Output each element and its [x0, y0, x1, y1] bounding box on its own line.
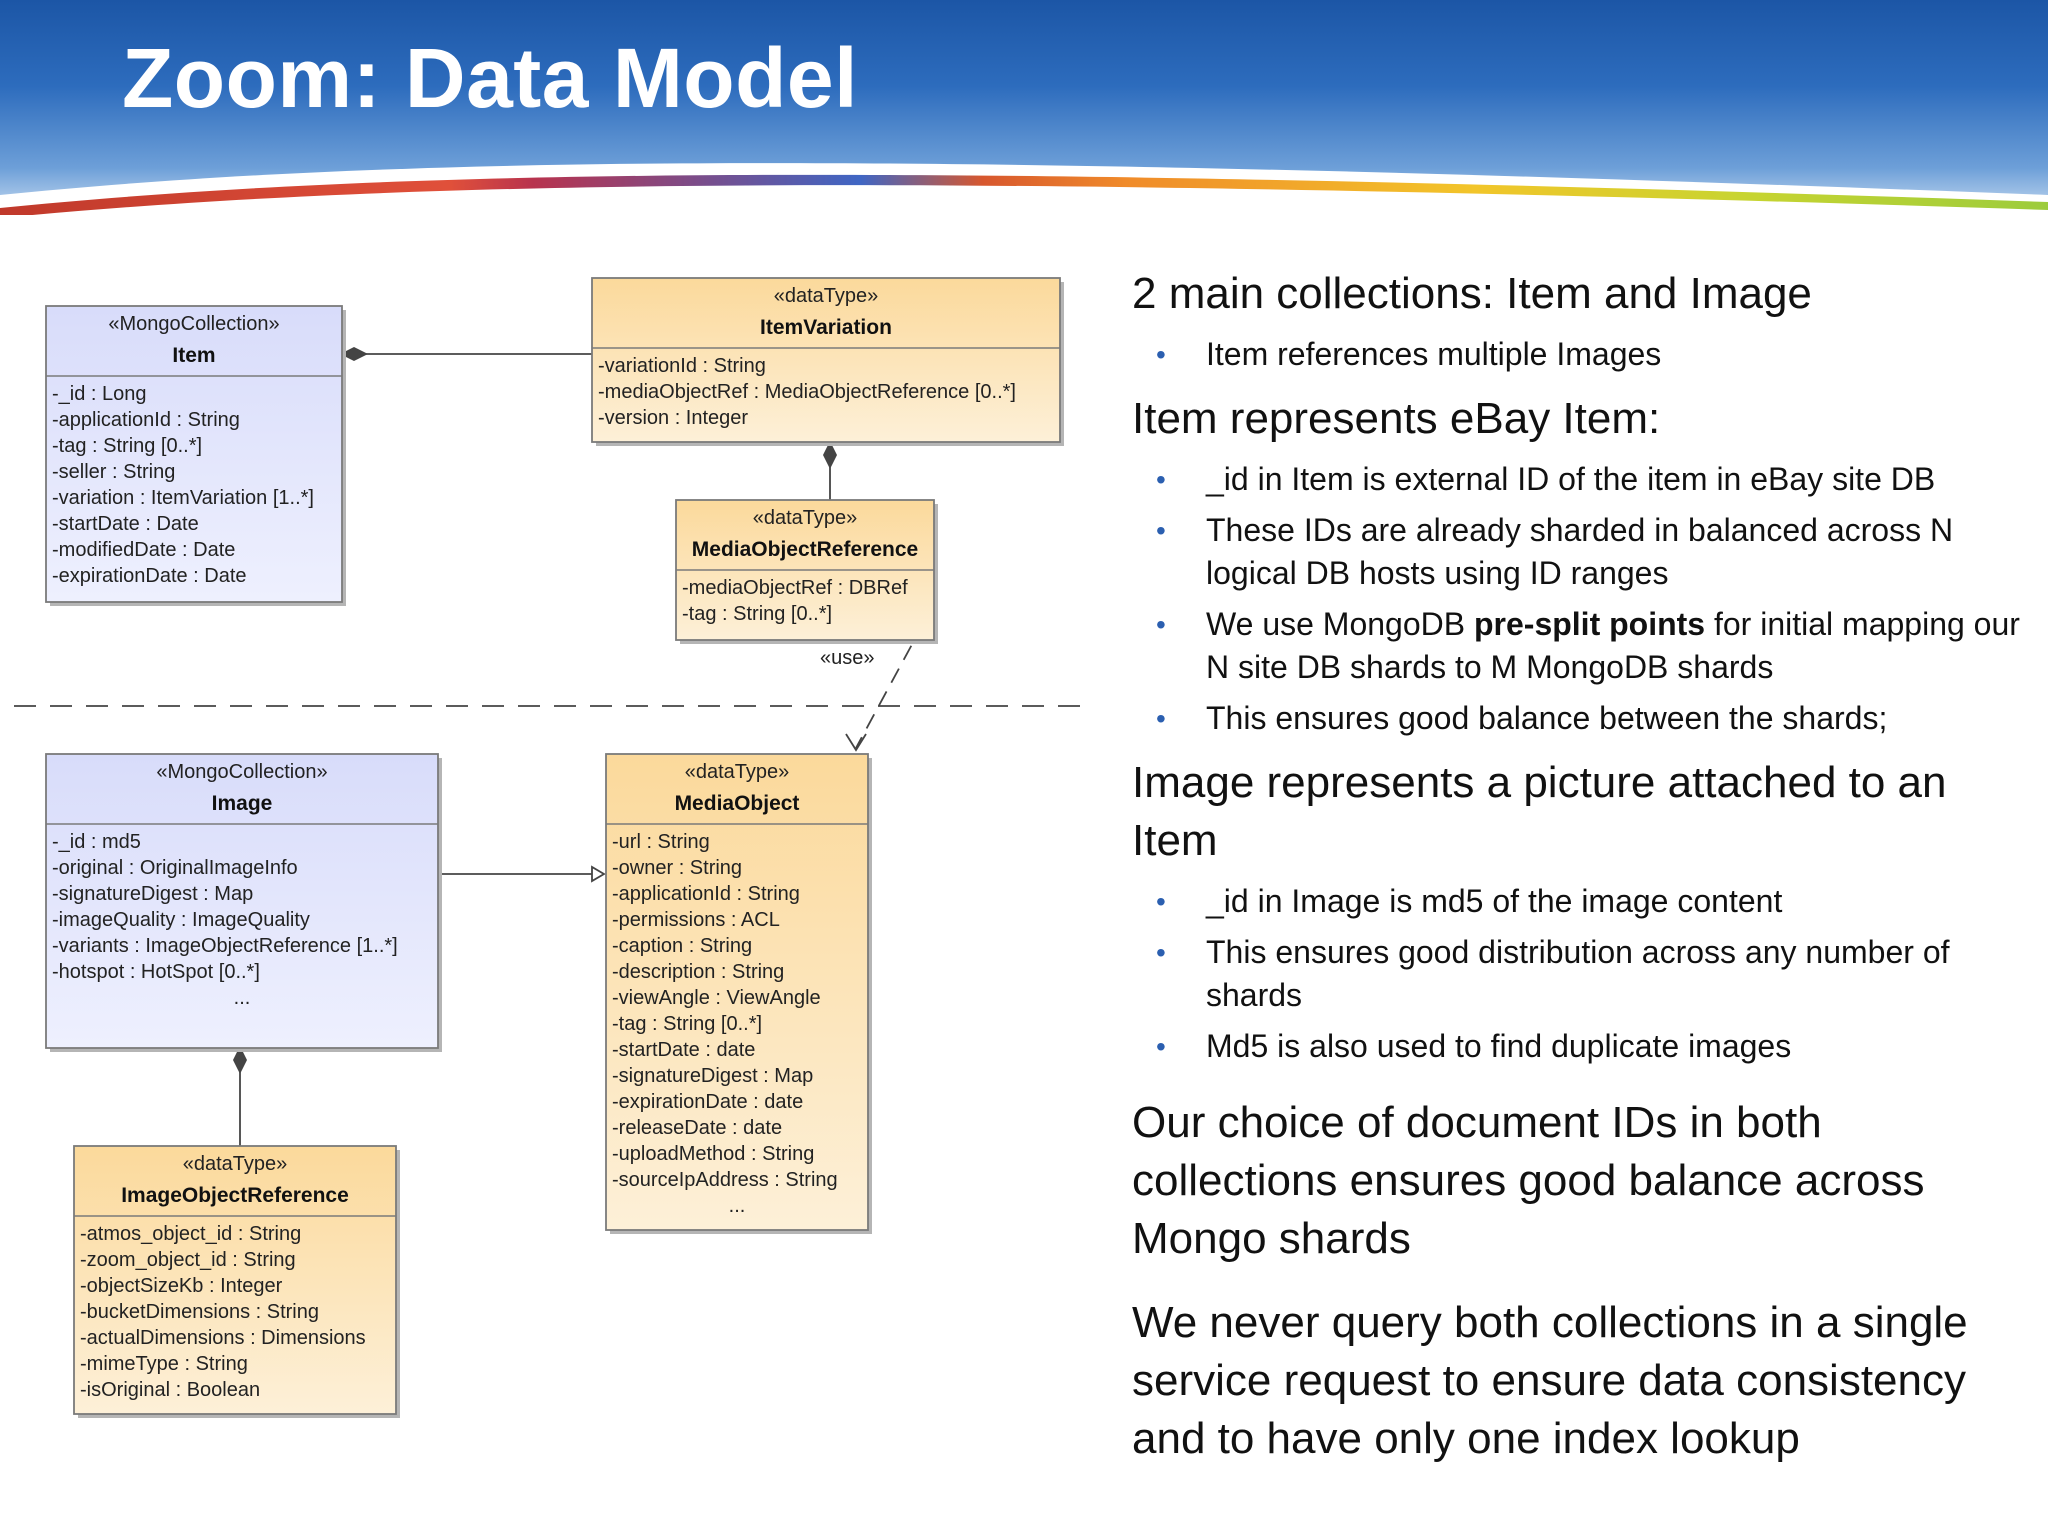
class-attribute: ... — [729, 1195, 746, 1217]
class-stereotype: «dataType» — [774, 285, 879, 307]
class-mediaobjectreference: «dataType» MediaObjectReference -mediaObje… — [675, 499, 938, 644]
class-attribute: -isOriginal : Boolean — [80, 1379, 260, 1401]
class-attribute: -bucketDimensions : String — [80, 1301, 319, 1323]
class-attribute: -viewAngle : ViewAngle — [612, 987, 821, 1009]
bullet-text: We use MongoDB — [1206, 606, 1474, 642]
class-box — [591, 277, 1061, 443]
class-stereotype: «dataType» — [685, 761, 790, 783]
class-box — [45, 753, 439, 1049]
slide-text: 2 main collections: Item and Image Item … — [1132, 265, 2022, 1482]
class-attribute: -signatureDigest : Map — [52, 883, 253, 905]
class-stereotype: «MongoCollection» — [108, 313, 279, 335]
class-attribute: -variants : ImageObjectReference [1..*] — [52, 935, 398, 957]
composition-diamond — [232, 1045, 248, 1075]
class-item: «MongoCollection» Item -_id : Long -applica… — [45, 305, 346, 606]
class-attribute: -seller : String — [52, 461, 175, 483]
section-main-collections: 2 main collections: Item and Image Item … — [1132, 265, 2022, 376]
class-box — [605, 753, 869, 1231]
slide-header: Zoom: Data Model — [0, 0, 2048, 215]
class-mediaobject: «dataType» MediaObject -url : String -owner… — [605, 753, 872, 1234]
class-attribute: -actualDimensions : Dimensions — [80, 1327, 366, 1349]
class-attribute: -mediaObjectRef : DBRef — [682, 577, 908, 599]
class-attribute: -original : OriginalImageInfo — [52, 857, 298, 879]
class-attribute: -signatureDigest : Map — [612, 1065, 813, 1087]
class-itemvariation: «dataType» ItemVariation -variationId : St… — [591, 277, 1064, 446]
class-attribute: -mimeType : String — [80, 1353, 248, 1375]
class-name: Item — [172, 344, 215, 367]
class-attribute: -applicationId : String — [52, 409, 240, 431]
bullet: Item references multiple Images — [1132, 333, 2022, 376]
class-stereotype: «MongoCollection» — [156, 761, 327, 783]
class-attribute: -tag : String [0..*] — [612, 1013, 762, 1035]
use-dependency-arrowhead — [845, 733, 867, 752]
class-attribute: -description : String — [612, 961, 784, 983]
uml-class-diagram: «use» «MongoCollection» Item -_id : Long -a… — [14, 277, 1080, 1418]
class-name: MediaObject — [675, 792, 800, 815]
class-attribute: -owner : String — [612, 857, 742, 879]
class-imageobjectreference: «dataType» ImageObjectReference -atmos_obj… — [73, 1145, 400, 1418]
slide-title: Zoom: Data Model — [122, 31, 858, 125]
class-attribute: -expirationDate : Date — [52, 565, 247, 587]
class-box — [73, 1145, 397, 1415]
class-attribute: -version : Integer — [598, 407, 748, 429]
class-image: «MongoCollection» Image -_id : md5 -origina… — [45, 753, 442, 1052]
heading-main-collections: 2 main collections: Item and Image — [1132, 269, 1812, 318]
class-stereotype: «dataType» — [183, 1153, 288, 1175]
class-attribute: -releaseDate : date — [612, 1117, 782, 1139]
bullet: This ensures good balance between the sh… — [1132, 697, 2022, 740]
heading-item: Item represents eBay Item: — [1132, 394, 1661, 443]
class-attribute: ... — [234, 987, 251, 1009]
bullet: This ensures good distribution across an… — [1132, 931, 2022, 1017]
class-attribute: -atmos_object_id : String — [80, 1223, 301, 1245]
bullet: These IDs are already sharded in balance… — [1132, 509, 2022, 595]
section-query: We never query both collections in a sin… — [1132, 1294, 2022, 1468]
section-item: Item represents eBay Item: _id in Item i… — [1132, 390, 2022, 740]
open-arrowhead — [591, 865, 606, 883]
class-attribute: -hotspot : HotSpot [0..*] — [52, 961, 260, 983]
paragraph-query: We never query both collections in a sin… — [1132, 1298, 1968, 1463]
heading-image: Image represents a picture attached to a… — [1132, 758, 1947, 865]
class-attribute: -sourceIpAddress : String — [612, 1169, 838, 1191]
class-attribute: -url : String — [612, 831, 710, 853]
class-attribute: -mediaObjectRef : MediaObjectReference [… — [598, 381, 1016, 403]
class-attribute: -tag : String [0..*] — [52, 435, 202, 457]
class-attribute: -modifiedDate : Date — [52, 539, 235, 561]
class-name: ImageObjectReference — [121, 1184, 349, 1207]
class-attribute: -_id : Long — [52, 383, 147, 405]
class-box — [45, 305, 343, 603]
class-attribute: -startDate : Date — [52, 513, 199, 535]
class-attribute: -imageQuality : ImageQuality — [52, 909, 310, 931]
bullet-text: for initial mapping our N site DB shards… — [1206, 606, 2020, 685]
bullet-bold-text: pre-split points — [1473, 606, 1706, 642]
class-attribute: -variation : ItemVariation [1..*] — [52, 487, 314, 509]
bullet: _id in Image is md5 of the image content — [1132, 880, 2022, 923]
class-attribute: -tag : String [0..*] — [682, 603, 832, 625]
class-name: Image — [212, 792, 273, 815]
class-attribute: -expirationDate : date — [612, 1091, 803, 1113]
class-attribute: -objectSizeKb : Integer — [80, 1275, 283, 1297]
color-swoosh — [0, 163, 2048, 215]
class-attribute: -applicationId : String — [612, 883, 800, 905]
class-stereotype: «dataType» — [753, 507, 858, 529]
bullet: We use MongoDB pre-split points for init… — [1132, 603, 2022, 689]
composition-diamond — [339, 346, 369, 362]
class-name: ItemVariation — [760, 316, 892, 339]
bullet: Md5 is also used to find duplicate image… — [1132, 1025, 2022, 1068]
paragraph-document-ids: Our choice of document IDs in both colle… — [1132, 1098, 1925, 1263]
class-name: MediaObjectReference — [692, 538, 918, 561]
use-label: «use» — [820, 647, 875, 669]
class-attribute: -zoom_object_id : String — [80, 1249, 296, 1271]
bullet: _id in Item is external ID of the item i… — [1132, 458, 2022, 501]
class-attribute: -_id : md5 — [52, 831, 141, 853]
section-document-ids: Our choice of document IDs in both colle… — [1132, 1094, 2022, 1268]
class-attribute: -caption : String — [612, 935, 752, 957]
section-image: Image represents a picture attached to a… — [1132, 754, 2022, 1068]
class-attribute: -permissions : ACL — [612, 909, 780, 931]
class-attribute: -uploadMethod : String — [612, 1143, 814, 1165]
composition-diamond — [822, 440, 838, 470]
class-attribute: -startDate : date — [612, 1039, 755, 1061]
class-attribute: -variationId : String — [598, 355, 766, 377]
